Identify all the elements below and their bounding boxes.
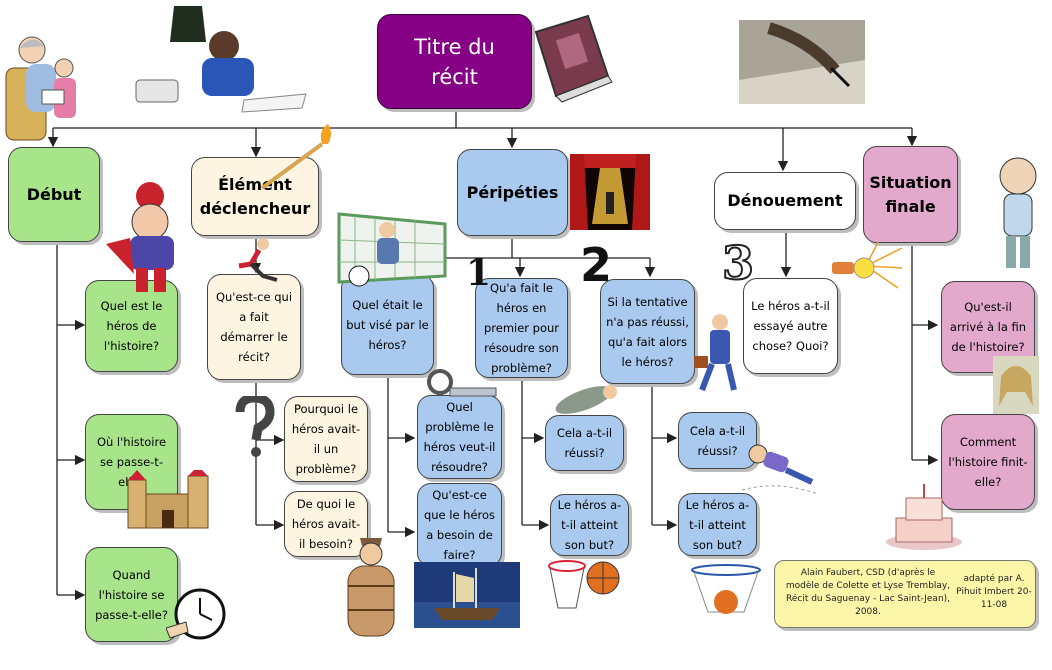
peripeties-step2-question-text: Si la tentative n'a pas réussi, qu'a fai… [606, 294, 689, 369]
book-icon [534, 14, 613, 103]
story-title-text: Titre du récit [414, 34, 495, 89]
basket-icon [548, 560, 586, 609]
debut-question-1: Quel est le héros de l'histoire? [85, 280, 178, 372]
peripeties-goal-question-text: Quel était le but visé par le héros? [346, 297, 429, 352]
peripeties-step1-check-2-text: Le héros a-t-il atteint son but? [557, 498, 622, 552]
peripeties-step2-check-2-text: Le héros a-t-il atteint son but? [685, 497, 750, 552]
situation-question-2-text: Comment l'histoire finit-elle? [948, 435, 1028, 489]
knight-icon [106, 182, 174, 292]
debut-question-3-text: Quand l'histoire se passe-t-elle? [95, 567, 168, 622]
basketball-icon [586, 561, 620, 595]
peripeties-step1-question: Qu'a fait le héros en premier pour résou… [475, 278, 568, 378]
goalkeeper-icon [337, 212, 447, 287]
castle-icon [127, 470, 209, 529]
debut-label: Début [26, 184, 82, 204]
keys-icon [427, 369, 497, 397]
element-sub-question-2: De quoi le héros avait-il besoin? [284, 491, 368, 557]
number-three: 3 [721, 235, 755, 291]
debut-question-1-text: Quel est le héros de l'histoire? [100, 299, 163, 353]
girl-writing-icon [135, 6, 307, 113]
peripeties-step1-check-2: Le héros a-t-il atteint son but? [550, 494, 629, 556]
number-two: 2 [580, 238, 612, 292]
debut-question-2-text: Où l'histoire se passe-t-elle? [96, 435, 167, 489]
runner-icon [238, 238, 278, 282]
peripeties-goal-sub-2: Qu'est-ce que le héros a besoin de faire… [417, 483, 502, 567]
denouement-heading: Dénouement [714, 172, 856, 230]
credit-text: Alain Faubert, CSD (d'après le modèle de… [785, 568, 951, 617]
barrel-man-icon [347, 538, 395, 637]
denouement-question: Le héros a-t-il essayé autre chose? Quoi… [743, 278, 838, 374]
number-three-text: 3 [721, 235, 755, 291]
element-sub-question-2-text: De quoi le héros avait-il besoin? [291, 497, 361, 551]
denouement-question-text: Le héros a-t-il essayé autre chose? Quoi… [751, 299, 830, 353]
peripeties-goal-sub-1-text: Quel problème le héros veut-il résoudre? [423, 400, 496, 474]
peripeties-goal-question: Quel était le but visé par le héros? [341, 274, 434, 375]
peripeties-goal-sub-1: Quel problème le héros veut-il résoudre? [417, 395, 502, 479]
peripeties-step2-check-1: Cela a-t-il réussi? [678, 412, 757, 469]
ship-icon [414, 562, 520, 628]
sliding-kid-icon [741, 444, 819, 495]
theater-stage-icon [570, 154, 650, 230]
number-one-text: 1 [466, 252, 492, 294]
peripeties-goal-sub-2-text: Qu'est-ce que le héros a besoin de faire… [423, 488, 496, 562]
match-icon [260, 124, 331, 190]
debut-question-3: Quand l'histoire se passe-t-elle? [85, 547, 178, 642]
old-man-icon [999, 157, 1037, 268]
situation-question-2: Comment l'histoire finit-elle? [941, 414, 1035, 510]
peripeties-step1-check-1-text: Cela a-t-il réussi? [556, 426, 613, 460]
peripeties-step1-check-1: Cela a-t-il réussi? [545, 415, 624, 471]
peripeties-step2-question: Si la tentative n'a pas réussi, qu'a fai… [600, 279, 695, 384]
girl-portrait-icon [993, 356, 1039, 414]
situation-label: Situation finale [869, 172, 952, 216]
peripeties-step1-question-text: Qu'a fait le héros en premier pour résou… [483, 281, 560, 375]
situation-question-1-text: Qu'est-il arrivé à la fin de l'histoire? [949, 300, 1027, 354]
businessman-icon [694, 314, 737, 392]
number-two-text: 2 [580, 238, 613, 292]
element-heading: Élément déclencheur [191, 157, 319, 236]
denouement-label: Dénouement [727, 191, 843, 210]
adapted-by-text: adapté par A. Pihuit Imbert 20-11-08 [956, 574, 1032, 610]
peripeties-step2-check-1-text: Cela a-t-il réussi? [689, 423, 746, 458]
story-title: Titre du récit [377, 14, 532, 109]
credit-note: Alain Faubert, CSD (d'après le modèle de… [774, 560, 1036, 628]
element-sub-question-1-text: Pourquoi le héros avait-il un problème? [291, 402, 361, 476]
lightbulb-icon [832, 241, 903, 289]
number-one: 1 [466, 252, 491, 294]
falling-man-icon [555, 385, 617, 414]
clock-icon [166, 588, 226, 640]
element-main-question-text: Qu'est-ce qui a fait démarrer le récit? [215, 290, 293, 364]
peripeties-heading: Péripéties [457, 149, 568, 236]
basket-icon [691, 564, 761, 614]
hand-writing-icon [739, 20, 865, 104]
peripeties-label: Péripéties [466, 182, 559, 202]
grandmother-reading-icon [5, 36, 76, 141]
debut-heading: Début [8, 147, 100, 242]
peripeties-step2-check-2: Le héros a-t-il atteint son but? [678, 493, 757, 556]
element-main-question: Qu'est-ce qui a fait démarrer le récit? [207, 274, 301, 380]
element-sub-question-1: Pourquoi le héros avait-il un problème? [284, 396, 368, 482]
situation-heading: Situation finale [863, 146, 958, 243]
cake-icon [886, 484, 962, 550]
question-mark-icon [235, 396, 275, 457]
